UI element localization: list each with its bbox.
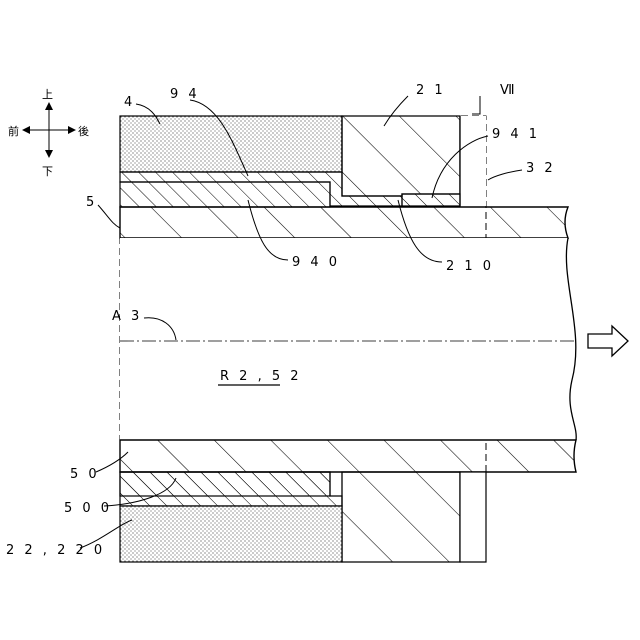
label-part-94: 9 4 (170, 87, 200, 102)
label-part-32: 3 2 (526, 161, 556, 176)
flow-arrow (588, 326, 628, 356)
label-part-22-220: 2 2 , 2 2 0 (6, 543, 105, 558)
label-part-500: 5 0 0 (64, 501, 112, 516)
direction-compass: 上 下 前 後 (8, 88, 89, 178)
member-21-block (342, 116, 460, 196)
label-region-r2-52: R 2 , 5 2 (220, 369, 302, 384)
member-22-dotted (120, 506, 342, 562)
label-part-941: 9 4 1 (492, 127, 540, 142)
label-part-21: 2 1 (416, 83, 446, 98)
lower-right-block (342, 472, 460, 562)
member-941 (402, 194, 460, 206)
label-section-mark: Ⅶ (500, 83, 518, 98)
pipe-interior (120, 238, 574, 440)
pipe-lower-wall (120, 440, 576, 472)
member-4-dotted (120, 116, 342, 172)
member-940-lower (120, 472, 330, 496)
pipe-upper-wall (120, 207, 568, 238)
member-940-upper (120, 182, 330, 207)
label-part-4: 4 (124, 95, 135, 110)
direction-up-label: 上 (42, 88, 53, 101)
label-part-940: 9 4 0 (292, 255, 340, 270)
direction-front-label: 前 (8, 124, 19, 138)
label-part-50: 5 0 (70, 467, 100, 482)
label-part-210: 2 1 0 (446, 259, 494, 274)
label-axis-a3: A 3 (112, 309, 142, 324)
direction-back-label: 後 (78, 124, 89, 138)
direction-down-label: 下 (42, 165, 53, 178)
label-part-5: 5 (86, 195, 97, 210)
